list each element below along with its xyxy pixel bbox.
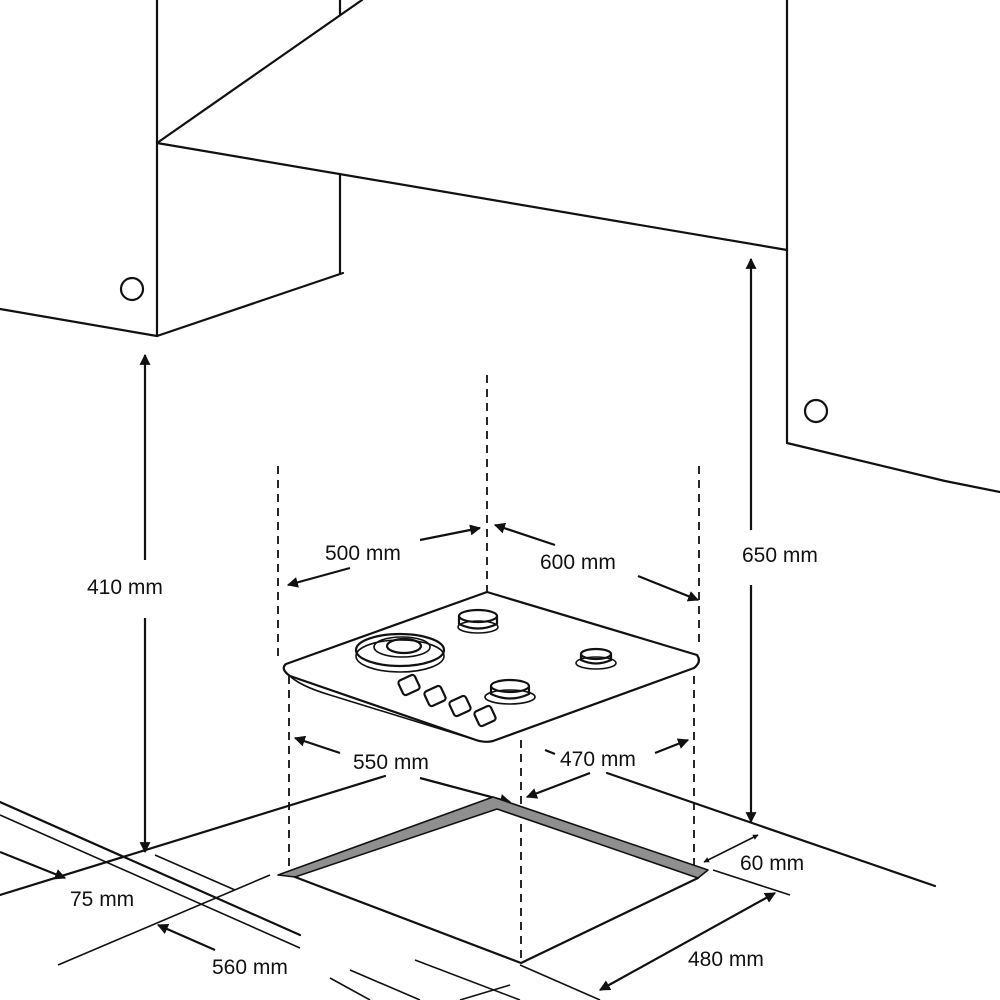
knob-icon bbox=[397, 673, 421, 697]
label-hob-width: 600 mm bbox=[540, 551, 616, 574]
knob-icon bbox=[448, 694, 472, 718]
label-counter-depth: 480 mm bbox=[688, 948, 764, 971]
wok-burner-icon bbox=[354, 632, 446, 673]
cabinet-hole-icon bbox=[119, 276, 145, 302]
gas-hob bbox=[282, 590, 701, 743]
burner-right-icon bbox=[575, 647, 617, 670]
label-front-margin: 75 mm bbox=[70, 888, 134, 911]
hood-hole-icon bbox=[803, 398, 829, 424]
dimension-counter-width bbox=[156, 923, 216, 952]
label-hood-clearance: 650 mm bbox=[742, 544, 818, 567]
knob-icon bbox=[473, 704, 497, 728]
label-counter-width: 560 mm bbox=[212, 956, 288, 979]
projection-lines bbox=[277, 375, 700, 958]
dimension-counter-depth bbox=[599, 892, 776, 991]
dimension-cutout-depth bbox=[525, 738, 690, 799]
dimension-hob-depth bbox=[286, 524, 482, 588]
countertop-cutout bbox=[277, 796, 709, 965]
dimension-hob-width bbox=[493, 522, 700, 602]
control-knobs bbox=[397, 673, 497, 728]
label-cabinet-clearance: 410 mm bbox=[87, 576, 163, 599]
dimension-front-margin bbox=[0, 850, 67, 880]
label-cutout-depth: 470 mm bbox=[560, 748, 636, 771]
label-cutout-width: 550 mm bbox=[353, 751, 429, 774]
burner-rear-icon bbox=[457, 608, 499, 634]
burner-front-icon bbox=[484, 678, 536, 705]
label-hob-depth: 500 mm bbox=[325, 542, 401, 565]
dimension-back-margin bbox=[703, 834, 759, 863]
knob-icon bbox=[423, 684, 447, 708]
label-back-margin: 60 mm bbox=[740, 852, 804, 875]
right-hood-cabinet bbox=[785, 0, 1000, 494]
left-wall-cabinet bbox=[0, 0, 789, 338]
